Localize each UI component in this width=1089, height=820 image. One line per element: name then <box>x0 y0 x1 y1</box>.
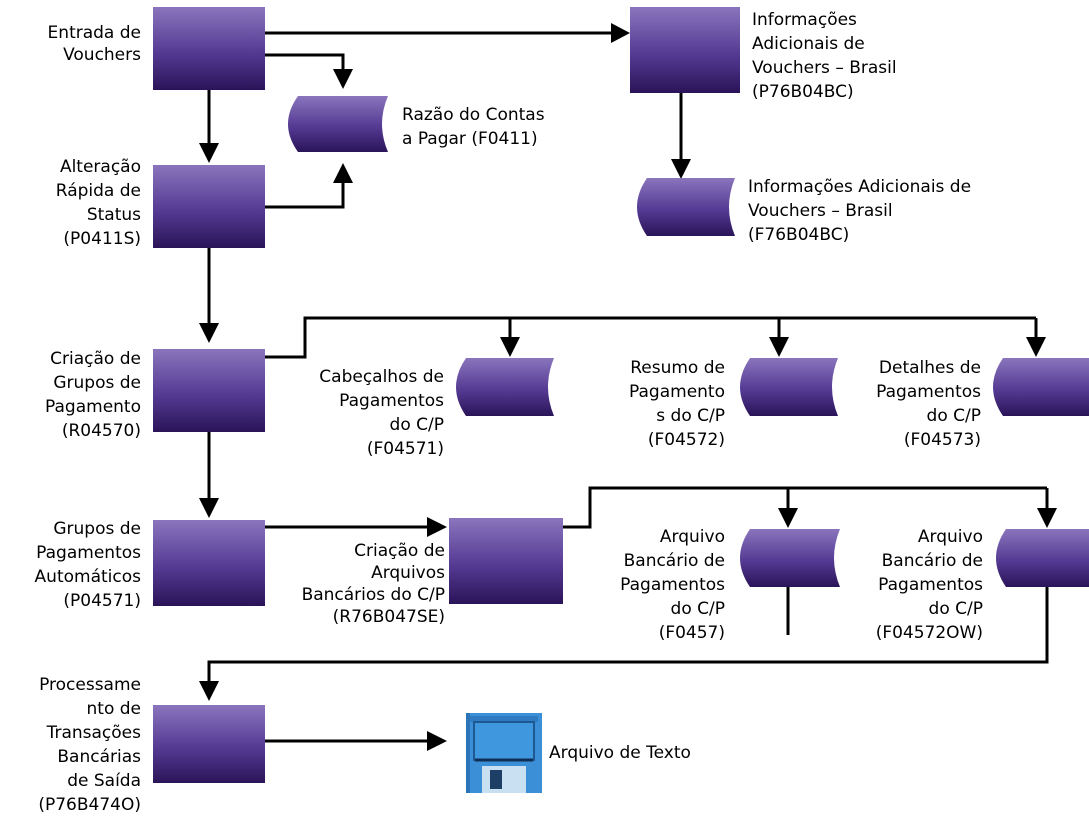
arrowhead-icon <box>199 681 219 701</box>
connector-arquivos-to-files <box>563 486 1049 529</box>
arrowhead-icon <box>778 508 798 528</box>
process-box-info-adicionais <box>630 7 740 93</box>
arrowhead-icon <box>333 163 353 183</box>
process-box-alteracao <box>153 165 265 248</box>
arrowhead-icon <box>427 517 447 537</box>
arrowhead-icon <box>500 337 520 357</box>
arrowhead-icon <box>199 143 219 163</box>
label-arquivo-texto: Arquivo de Texto <box>549 743 691 763</box>
floppy-disk-icon <box>466 713 542 793</box>
arrowhead-icon <box>199 498 219 518</box>
process-box-criacao-grupos <box>153 349 265 432</box>
process-box-entrada <box>153 7 265 90</box>
arrowhead-icon <box>333 69 353 89</box>
arrowhead-icon <box>427 731 447 751</box>
process-box-processamento <box>153 705 265 783</box>
arrowhead-icon <box>1026 337 1046 357</box>
table-shape-f04572ow <box>996 529 1089 587</box>
connector-criacao-to-tables <box>265 316 1038 359</box>
table-shape-cabecalhos <box>456 358 554 416</box>
table-shape-razao <box>288 96 388 152</box>
table-shape-detalhes <box>993 358 1089 416</box>
table-shape-info <box>637 178 735 236</box>
process-box-criacao-arquivos <box>449 518 563 604</box>
process-nodes <box>153 7 740 783</box>
arrowhead-icon <box>1037 508 1057 528</box>
table-shape-resumo <box>740 358 838 416</box>
table-nodes <box>288 96 1089 587</box>
connector-alteracao-to-razao <box>265 182 345 209</box>
table-shape-f0457 <box>740 529 840 587</box>
arrowhead-icon <box>199 323 219 343</box>
arrowhead-icon <box>671 159 691 179</box>
connector-to-processamento <box>207 580 1049 682</box>
arrow-heads <box>199 23 1057 751</box>
arrowhead-icon <box>611 23 630 43</box>
arrowhead-icon <box>769 337 789 357</box>
connector-entrada-to-razao <box>265 53 345 70</box>
process-box-grupos-auto <box>153 520 265 606</box>
